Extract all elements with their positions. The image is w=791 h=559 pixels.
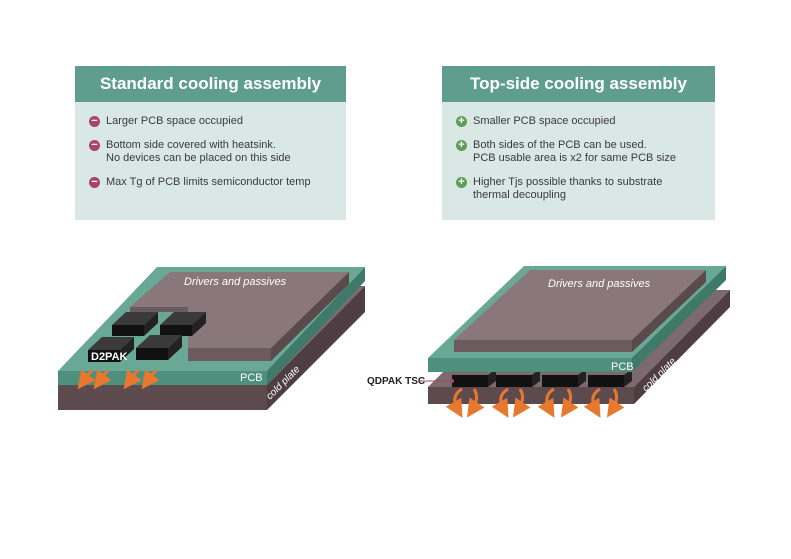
list-item: − Bottom side covered with heatsink. No … [89,139,346,165]
chip [542,369,586,387]
topside-cooling-card: Top-side cooling assembly + Smaller PCB … [442,66,715,220]
list-item-text: Both sides of the PCB can be used. PCB u… [473,139,676,164]
heat-arrow [141,369,160,390]
standard-drivers-block [130,272,349,361]
heat-arrow [513,388,531,418]
plus-icon: + [456,116,467,127]
chip [588,369,632,387]
heat-arrow [445,387,463,418]
topside-drivers-label: Drivers and passives [548,278,651,290]
heat-arrow [491,387,509,418]
minus-icon: − [89,140,100,151]
standard-cooling-list: − Larger PCB space occupied − Bottom sid… [75,102,346,189]
standard-assembly-diagram: Drivers and passives D2PAK PCB cold plat… [58,267,365,410]
chip [160,312,206,336]
heat-arrow [77,369,96,390]
heat-arrow [467,388,485,418]
chip [112,312,158,336]
minus-icon: − [89,116,100,127]
heat-arrow [607,388,625,418]
list-item-text: Bottom side covered with heatsink. No de… [106,139,291,164]
topside-drivers-block [454,270,706,352]
list-item: + Both sides of the PCB can be used. PCB… [456,139,715,165]
standard-drivers-label: Drivers and passives [184,276,287,288]
list-item-text: Max Tg of PCB limits semiconductor temp [106,176,311,188]
list-item: + Higher Tjs possible thanks to substrat… [456,176,715,202]
list-item-text: Smaller PCB space occupied [473,115,616,127]
heat-arrow [93,369,112,390]
topside-qdpak-chips [452,369,632,387]
topside-heat-arrows [445,387,625,418]
chip [496,369,540,387]
standard-pcb-label: PCB [240,372,263,384]
heat-arrow [123,369,142,390]
standard-cooling-card: Standard cooling assembly − Larger PCB s… [75,66,346,220]
chip [136,335,182,360]
topside-assembly-diagram: Drivers and passives QDPAK TSC PCB cold … [367,266,730,418]
plus-icon: + [456,140,467,151]
chip [452,369,496,387]
plus-icon: + [456,177,467,188]
chip [88,337,134,362]
heat-arrow [583,387,601,418]
topside-pcb-label: PCB [611,361,634,373]
topside-package-label: QDPAK TSC [367,376,425,387]
list-item: − Max Tg of PCB limits semiconductor tem… [89,176,346,189]
standard-d2pak-chips [88,312,206,362]
list-item: + Smaller PCB space occupied [456,115,715,128]
standard-cooling-title: Standard cooling assembly [75,66,346,102]
list-item: − Larger PCB space occupied [89,115,346,128]
qdpak-pointer-dot [450,379,454,383]
heat-arrow [561,388,579,418]
list-item-text: Larger PCB space occupied [106,115,243,127]
topside-cooling-title: Top-side cooling assembly [442,66,715,102]
topside-cooling-list: + Smaller PCB space occupied + Both side… [442,102,715,202]
heat-arrow [537,387,555,418]
minus-icon: − [89,177,100,188]
standard-package-label: D2PAK [91,351,128,363]
list-item-text: Higher Tjs possible thanks to substrate … [473,176,663,201]
standard-heat-arrows [77,369,160,390]
